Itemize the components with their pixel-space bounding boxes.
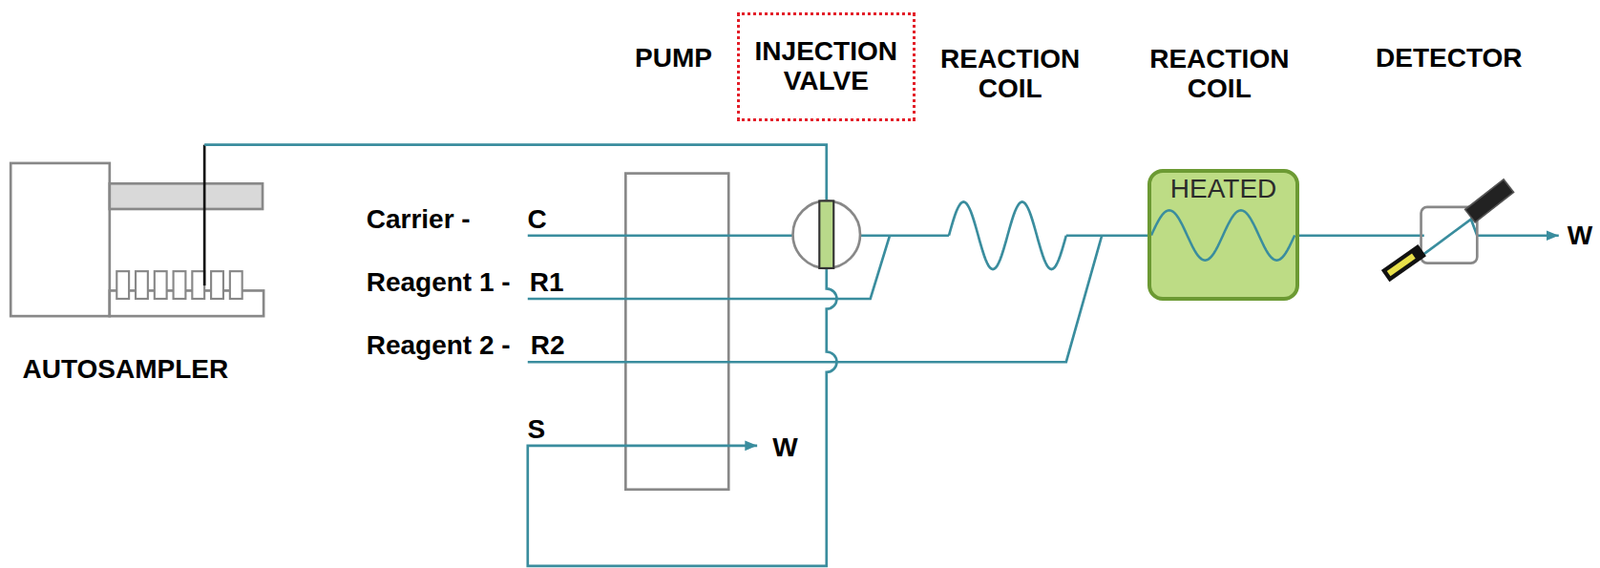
channel-code: C: [527, 204, 548, 234]
sample-line: [204, 145, 827, 202]
tubing: [204, 145, 1559, 567]
sample-loop-line: [527, 268, 838, 567]
vial: [230, 271, 243, 299]
light-source: [1381, 244, 1427, 282]
vial: [116, 271, 129, 299]
injection-valve-label-box: INJECTION VALVE: [736, 12, 916, 122]
autosampler: [10, 145, 264, 316]
photodetector: [1465, 179, 1515, 223]
line-name: Carrier -: [366, 204, 471, 234]
reaction-coil: [948, 202, 1067, 271]
pump-body: [625, 173, 729, 490]
waste-label: W: [772, 433, 798, 464]
channel-code: S: [527, 415, 547, 445]
autosampler-body: [10, 163, 110, 316]
heated-box: HEATED: [1147, 168, 1299, 301]
valve-out-line: [860, 233, 949, 237]
vial: [154, 271, 168, 299]
channel-code: R2: [530, 331, 566, 361]
detector-in-line: [1296, 233, 1425, 237]
channel-code: R1: [529, 268, 565, 298]
column-heading: REACTION COIL: [918, 44, 1102, 105]
injection-valve: [793, 200, 862, 269]
sample-probe: [203, 145, 207, 286]
column-heading: REACTION COIL: [1127, 44, 1311, 105]
vial: [210, 271, 224, 299]
detector: [1381, 179, 1515, 282]
node-text: HEATED: [1170, 174, 1278, 205]
vial: [191, 271, 205, 299]
node-text: INJECTION VALVE: [747, 37, 906, 97]
vial: [135, 271, 148, 299]
flow-cell-path: [1419, 219, 1477, 258]
component-name: AUTOSAMPLER: [22, 355, 230, 385]
column-heading: PUMP: [634, 43, 713, 74]
waste-label: W: [1567, 221, 1593, 252]
coil-path: [1151, 210, 1295, 261]
autosampler-arm: [109, 183, 263, 210]
valve-rotor: [819, 200, 834, 269]
line-name: Reagent 1 -: [366, 268, 511, 298]
vial: [173, 271, 187, 299]
valve-body: [793, 200, 862, 269]
column-heading: DETECTOR: [1375, 43, 1523, 74]
coil-link-line: [1066, 233, 1151, 237]
waste-line: [1476, 233, 1558, 237]
carrier-line: [527, 233, 794, 237]
vial-rack: [116, 271, 242, 299]
line-name: Reagent 2 -: [366, 331, 511, 361]
